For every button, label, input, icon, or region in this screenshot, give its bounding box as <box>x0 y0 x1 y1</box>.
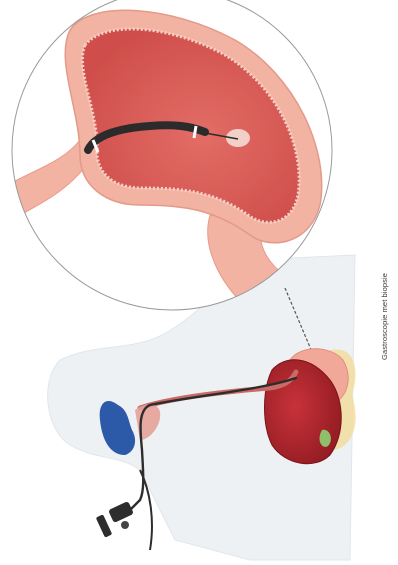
endoscope-band-2 <box>194 126 196 138</box>
organs <box>265 349 356 464</box>
figure-caption: Gastroscopie met biopsie <box>380 200 394 360</box>
